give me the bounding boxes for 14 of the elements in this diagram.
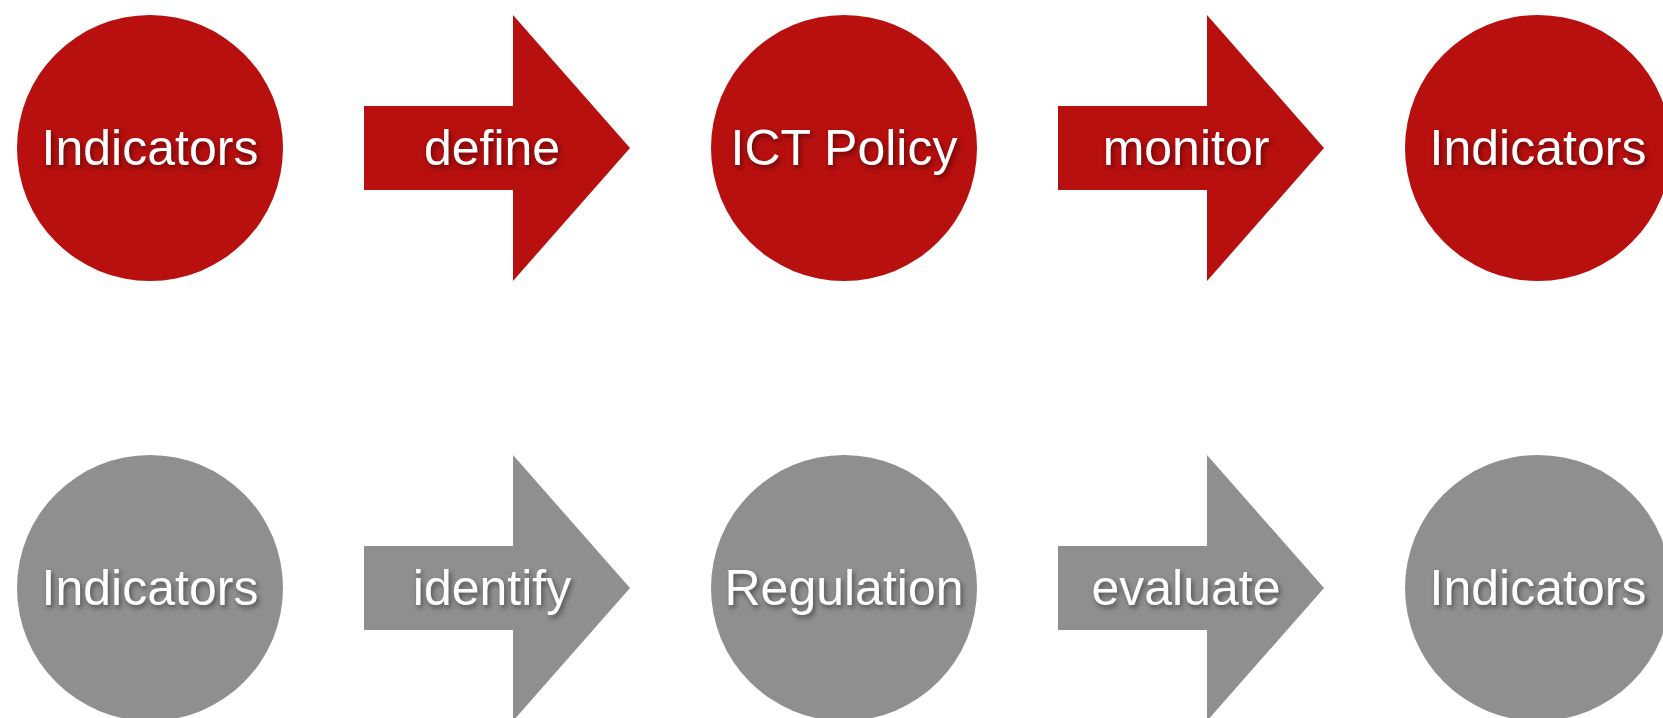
block-arrow — [364, 455, 630, 718]
block-arrow — [1058, 455, 1324, 718]
node-label: Indicators — [40, 560, 260, 616]
edge-label: evaluate — [1091, 560, 1281, 616]
block-arrow — [1058, 15, 1324, 281]
edge-label: define — [423, 120, 561, 176]
node-label: Regulation — [724, 560, 964, 616]
edge-label: monitor — [1102, 120, 1270, 176]
node-label: Indicators — [1428, 120, 1648, 176]
edge-label: identify — [412, 560, 572, 616]
block-arrow — [364, 15, 630, 281]
node-label: Indicators — [1428, 560, 1648, 616]
node-label: ICT Policy — [729, 120, 959, 176]
node-label: Indicators — [40, 120, 260, 176]
